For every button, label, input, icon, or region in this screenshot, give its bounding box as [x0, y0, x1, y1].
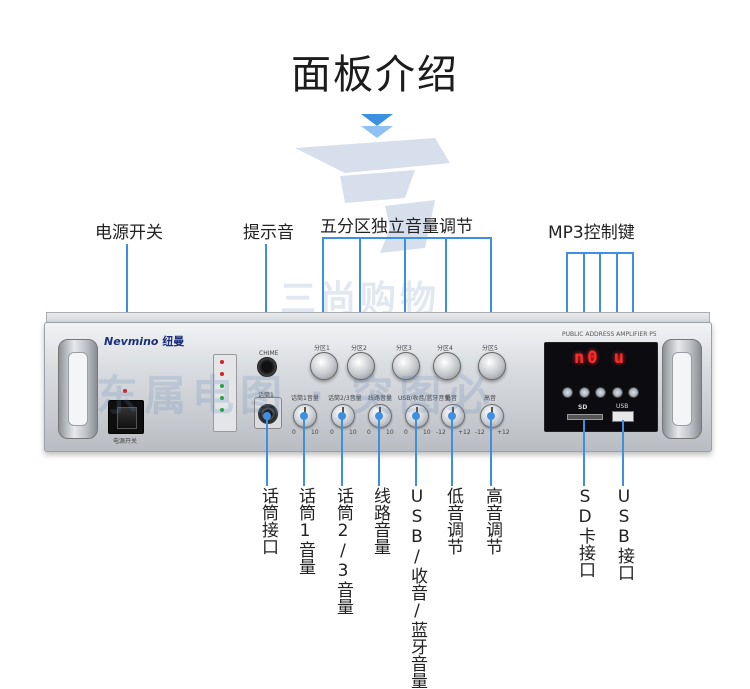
- watermark-band-text: 东属电图 · 突图必: [96, 371, 496, 420]
- label-chime: 提示音: [243, 223, 294, 243]
- chevron-down-icon: [361, 126, 393, 138]
- level-led-column: [213, 354, 237, 432]
- chime-label: CHIME: [259, 350, 279, 357]
- power-switch[interactable]: [108, 400, 144, 434]
- mp3-repeat-button[interactable]: [628, 387, 639, 398]
- zone-label: 分区3: [396, 345, 412, 352]
- mp3-play-button[interactable]: [595, 387, 606, 398]
- level-led: [220, 396, 224, 400]
- scale-max: 10: [311, 429, 319, 436]
- level-led: [220, 360, 224, 364]
- zone-label: 分区5: [482, 345, 498, 352]
- label-zone-volume: 五分区独立音量调节: [320, 217, 473, 237]
- knob-label: 高音: [484, 395, 497, 402]
- scale-min: 0: [404, 429, 408, 436]
- level-led: [220, 408, 224, 412]
- chime-button[interactable]: [257, 357, 277, 377]
- scale-max: 10: [349, 429, 357, 436]
- power-led: [123, 389, 127, 393]
- zone-label: 分区4: [437, 345, 453, 352]
- scale-min: 0: [330, 429, 334, 436]
- level-led: [220, 372, 224, 376]
- knob-label: USB/收音/蓝牙音量: [398, 395, 451, 402]
- usb-label: USB: [616, 403, 629, 410]
- label-mic1-volume: 话筒1音量: [295, 487, 315, 575]
- sd-card-slot[interactable]: [567, 414, 603, 420]
- label-usb-port: USB接口: [614, 487, 634, 581]
- power-switch-label: 电源开关: [113, 438, 138, 445]
- scale-min: 0: [367, 429, 371, 436]
- amplifier-top-edge: [46, 312, 710, 325]
- scale-min: -12: [475, 429, 485, 436]
- zone-label: 分区1: [314, 345, 330, 352]
- left-handle: [58, 339, 98, 439]
- label-mp3-controls: MP3控制键: [548, 223, 635, 243]
- brand-logo: Nevmino 纽曼: [104, 335, 185, 348]
- scale-max: +12: [458, 429, 471, 436]
- label-bass: 低音调节: [443, 487, 463, 555]
- level-led: [220, 384, 224, 388]
- label-treble: 高音调节: [482, 487, 502, 555]
- mp3-prev-button[interactable]: [579, 387, 590, 398]
- watermark-logo-icon: [295, 138, 450, 253]
- chevron-down-icon: [361, 114, 393, 126]
- zone4-volume-knob[interactable]: [433, 352, 461, 380]
- label-mic-jack: 话筒接口: [258, 487, 278, 555]
- mic1-label: 话筒1: [258, 392, 274, 399]
- sd-label: SD: [578, 404, 588, 411]
- label-line-volume: 线路音量: [370, 487, 390, 555]
- zone5-volume-knob[interactable]: [478, 352, 506, 380]
- zone3-volume-knob[interactable]: [392, 352, 420, 380]
- line-volume-knob[interactable]: [368, 404, 392, 428]
- label-sd-slot: SD卡接口: [575, 487, 595, 578]
- zone-label: 分区2: [351, 345, 367, 352]
- knob-label: 线路音量: [368, 395, 393, 402]
- mp3-next-button[interactable]: [612, 387, 623, 398]
- zone1-volume-knob[interactable]: [310, 352, 338, 380]
- scale-max: +12: [497, 429, 510, 436]
- label-power-switch: 电源开关: [95, 223, 163, 243]
- scale-max: 10: [386, 429, 394, 436]
- knob-label: 话筒2/3音量: [328, 395, 362, 402]
- mp3-mode-button[interactable]: [562, 387, 573, 398]
- scale-max: 10: [423, 429, 431, 436]
- knob-label: 话筒1音量: [291, 395, 319, 402]
- page-title: 面板介绍: [291, 52, 459, 98]
- label-usb-radio-bt-volume: USB/收音/蓝牙音量: [407, 487, 427, 689]
- zone2-volume-knob[interactable]: [347, 352, 375, 380]
- right-handle: [662, 339, 702, 439]
- mp3-display: n0 u: [574, 348, 627, 368]
- label-mic23-volume: 话筒2/3音量: [333, 487, 353, 615]
- knob-label: 低音: [445, 395, 458, 402]
- scale-min: 0: [292, 429, 296, 436]
- model-label: PUBLIC ADDRESS AMPLIFIER P5: [562, 331, 657, 338]
- scale-min: -12: [436, 429, 446, 436]
